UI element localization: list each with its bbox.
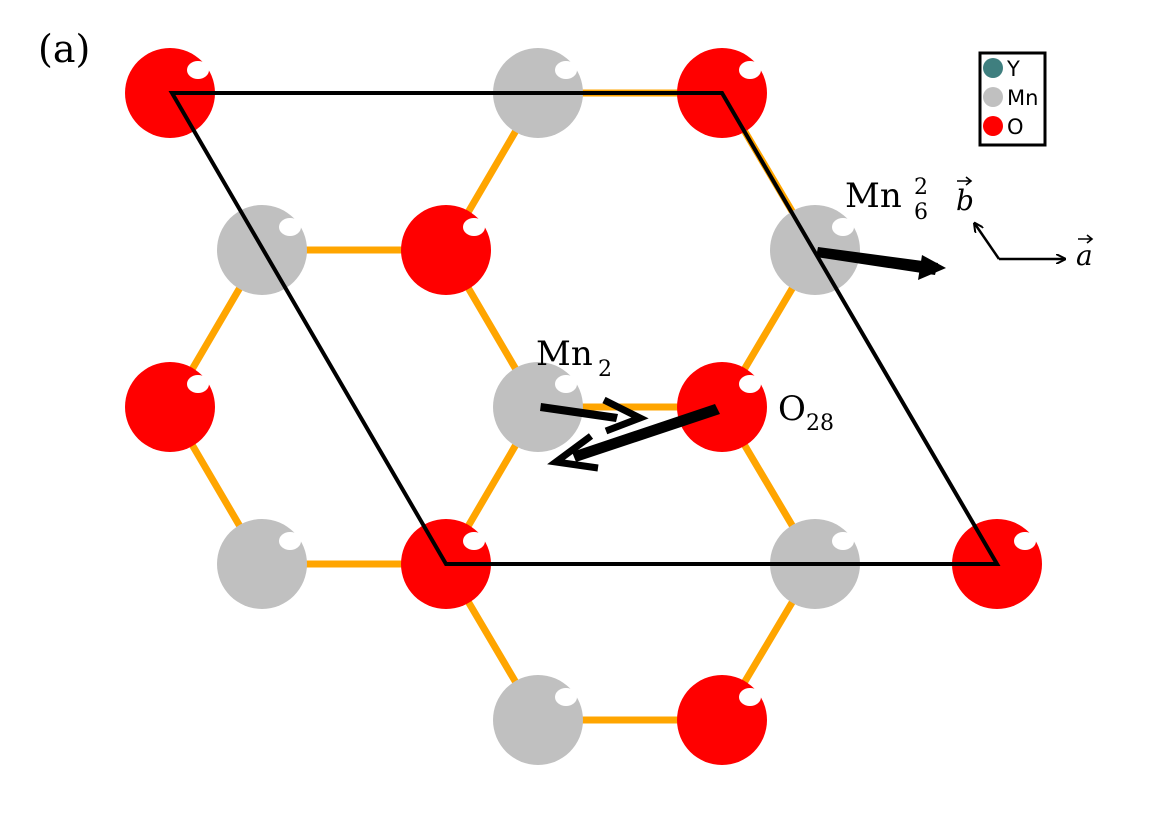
label-o28: O 28 xyxy=(778,389,834,436)
o28-moment-arrow xyxy=(547,404,720,472)
legend-label: Y xyxy=(1006,57,1020,81)
mn6-label-sup: 2 xyxy=(914,175,928,200)
oxygen-atom xyxy=(677,675,767,765)
panel-label: (a) xyxy=(38,27,90,71)
unit-cell-outline xyxy=(168,91,1001,566)
oxygen-atom xyxy=(401,205,491,295)
legend-item-y: Y xyxy=(983,57,1020,81)
b-axis-arrow xyxy=(975,224,1001,260)
legend-swatch xyxy=(983,116,1003,136)
legend: Y Mn O xyxy=(978,51,1047,147)
vector-b-label: b xyxy=(956,176,974,217)
manganese-atom xyxy=(217,519,307,609)
legend-label: Mn xyxy=(1007,86,1038,110)
label-mn2: Mn 2 xyxy=(536,334,612,382)
b-label: b xyxy=(956,184,974,217)
legend-item-mn: Mn xyxy=(983,86,1038,110)
mn2-label-sub: 2 xyxy=(598,357,612,382)
lattice-axes xyxy=(975,224,1064,259)
mn6-moment-arrow xyxy=(816,247,946,280)
vector-arrow-icon xyxy=(957,176,973,186)
oxygen-atom xyxy=(125,362,215,452)
mn2-moment-arrow xyxy=(540,396,649,435)
mn6-label-base: Mn xyxy=(845,176,902,216)
oxygen-atom xyxy=(677,362,767,452)
mn6-label-sub: 6 xyxy=(914,200,928,225)
o28-label-base: O xyxy=(778,389,806,429)
moment-arrows xyxy=(540,247,946,472)
mn2-label-base: Mn xyxy=(536,334,593,374)
manganese-atom xyxy=(493,675,583,765)
manganese-atom xyxy=(493,362,583,452)
legend-label: O xyxy=(1007,115,1024,139)
vector-arrow-icon xyxy=(1078,234,1094,244)
a-label: a xyxy=(1076,239,1093,272)
legend-item-o: O xyxy=(983,115,1024,139)
vector-a-label: a xyxy=(1076,234,1094,272)
legend-swatch xyxy=(983,87,1003,107)
legend-swatch xyxy=(983,58,1003,78)
o28-label-sub: 28 xyxy=(806,411,834,436)
label-mn6: Mn 2 6 xyxy=(845,175,928,225)
